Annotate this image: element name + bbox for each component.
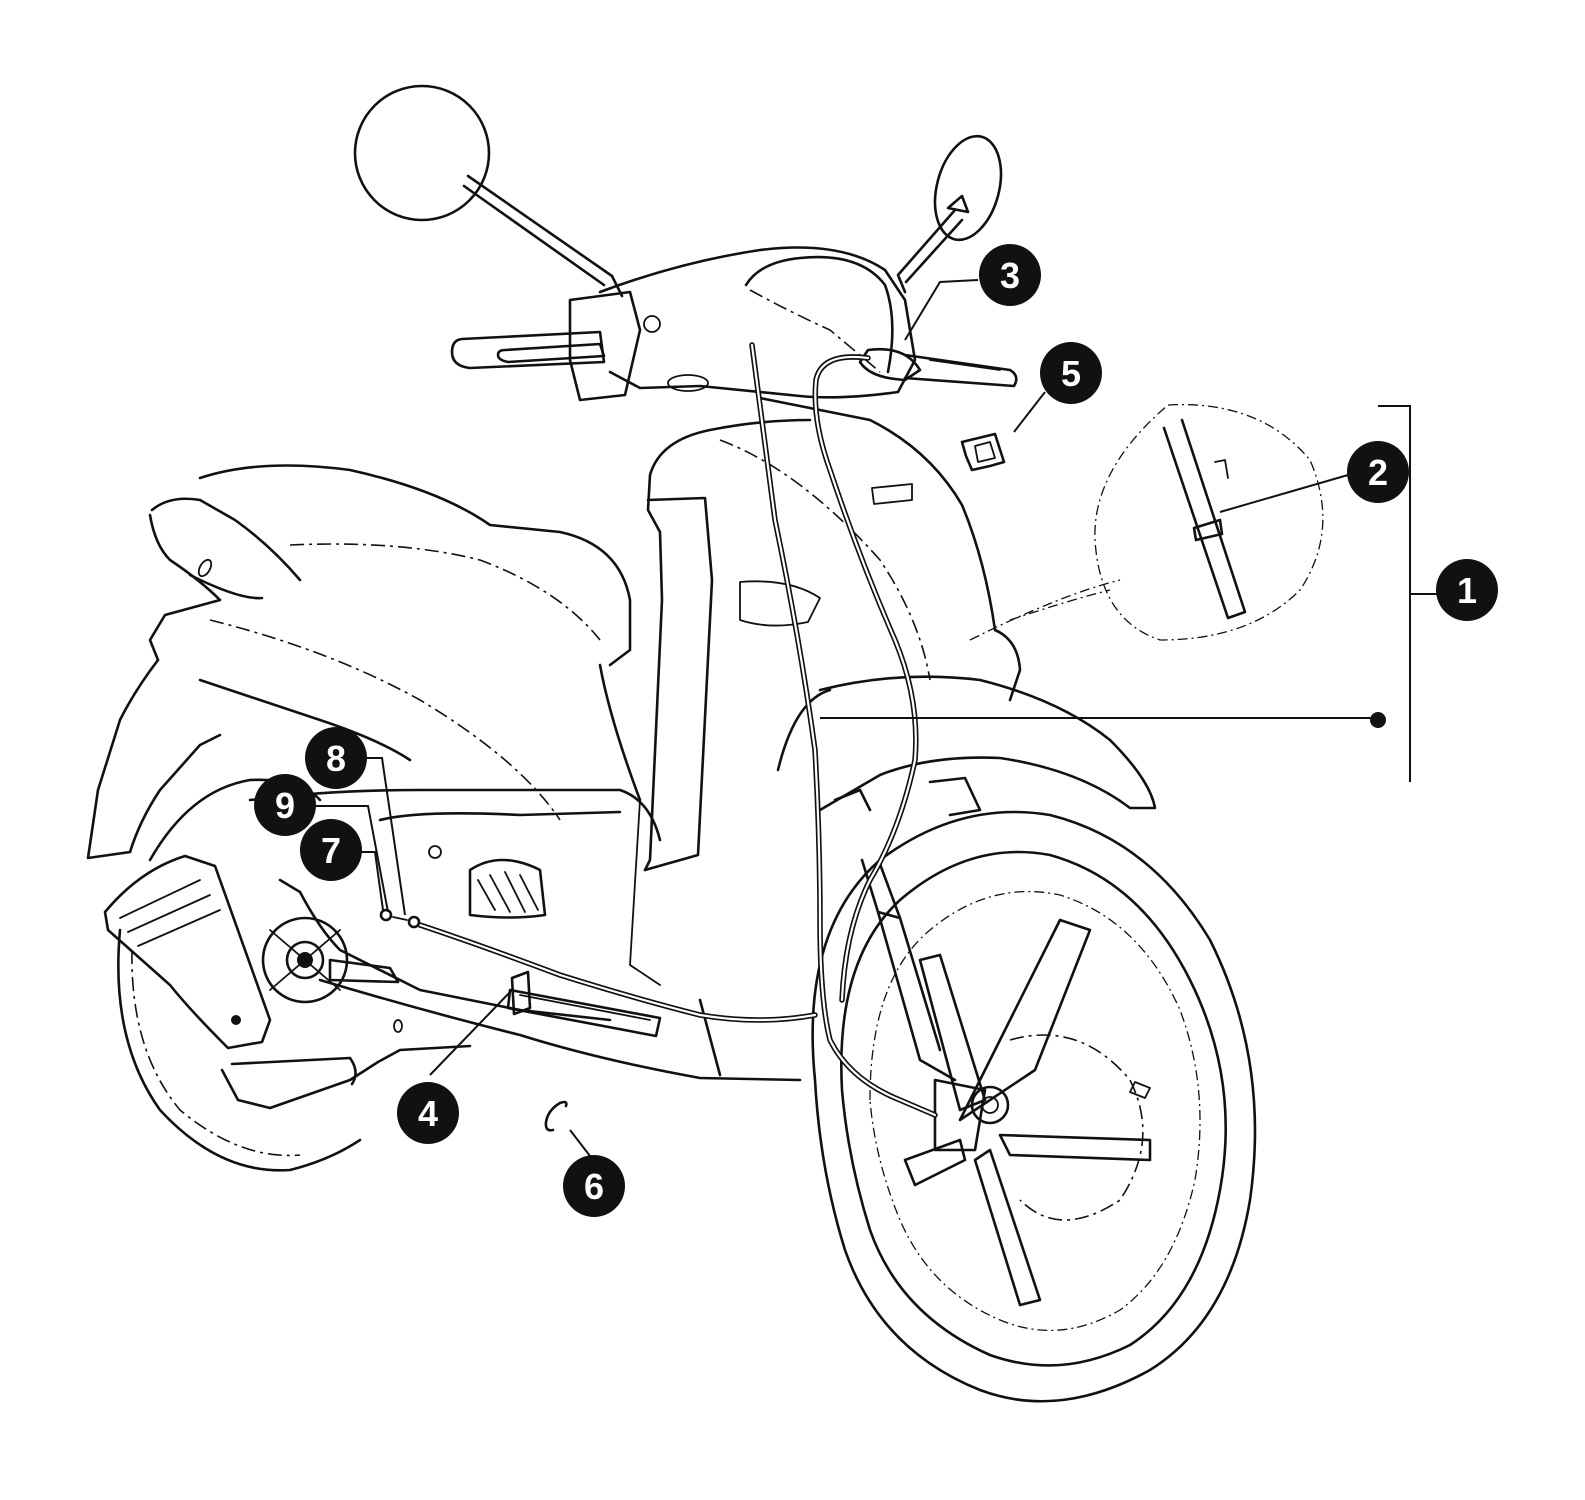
- front-wheel: [811, 810, 1257, 1403]
- callout-6: 6: [563, 1155, 625, 1217]
- callout-6-label: 6: [584, 1166, 604, 1207]
- callout-3-label: 3: [1000, 255, 1020, 296]
- callout-3: 3: [979, 244, 1041, 306]
- callout-2-label: 2: [1368, 452, 1388, 493]
- exhaust-muffler: [103, 854, 472, 1110]
- callout-9-label: 9: [275, 785, 295, 826]
- right-mirror: [896, 134, 1003, 294]
- assembly-bracket: [820, 405, 1438, 782]
- cable-clip-part-5: [960, 432, 1006, 472]
- callout-8-label: 8: [326, 738, 346, 779]
- callout-1: 1: [1436, 559, 1498, 621]
- callout-5: 5: [1040, 342, 1102, 404]
- callout-9: 9: [254, 774, 316, 836]
- callout-4-label: 4: [418, 1093, 438, 1134]
- callout-7: 7: [300, 819, 362, 881]
- left-mirror: [353, 84, 624, 298]
- callout-8: 8: [305, 727, 367, 789]
- callout-5-label: 5: [1061, 353, 1081, 394]
- leader-lines: [314, 279, 1349, 1157]
- callout-4: 4: [397, 1082, 459, 1144]
- scooter-body: [86, 396, 1157, 1082]
- snap-ring-part-6: [544, 1100, 568, 1132]
- callout-7-label: 7: [321, 830, 341, 871]
- detail-inset: [969, 403, 1324, 641]
- callout-2: 2: [1347, 441, 1409, 503]
- callout-1-label: 1: [1457, 570, 1477, 611]
- brake-cable: [379, 342, 938, 1118]
- handlebar-assembly: [450, 246, 1018, 402]
